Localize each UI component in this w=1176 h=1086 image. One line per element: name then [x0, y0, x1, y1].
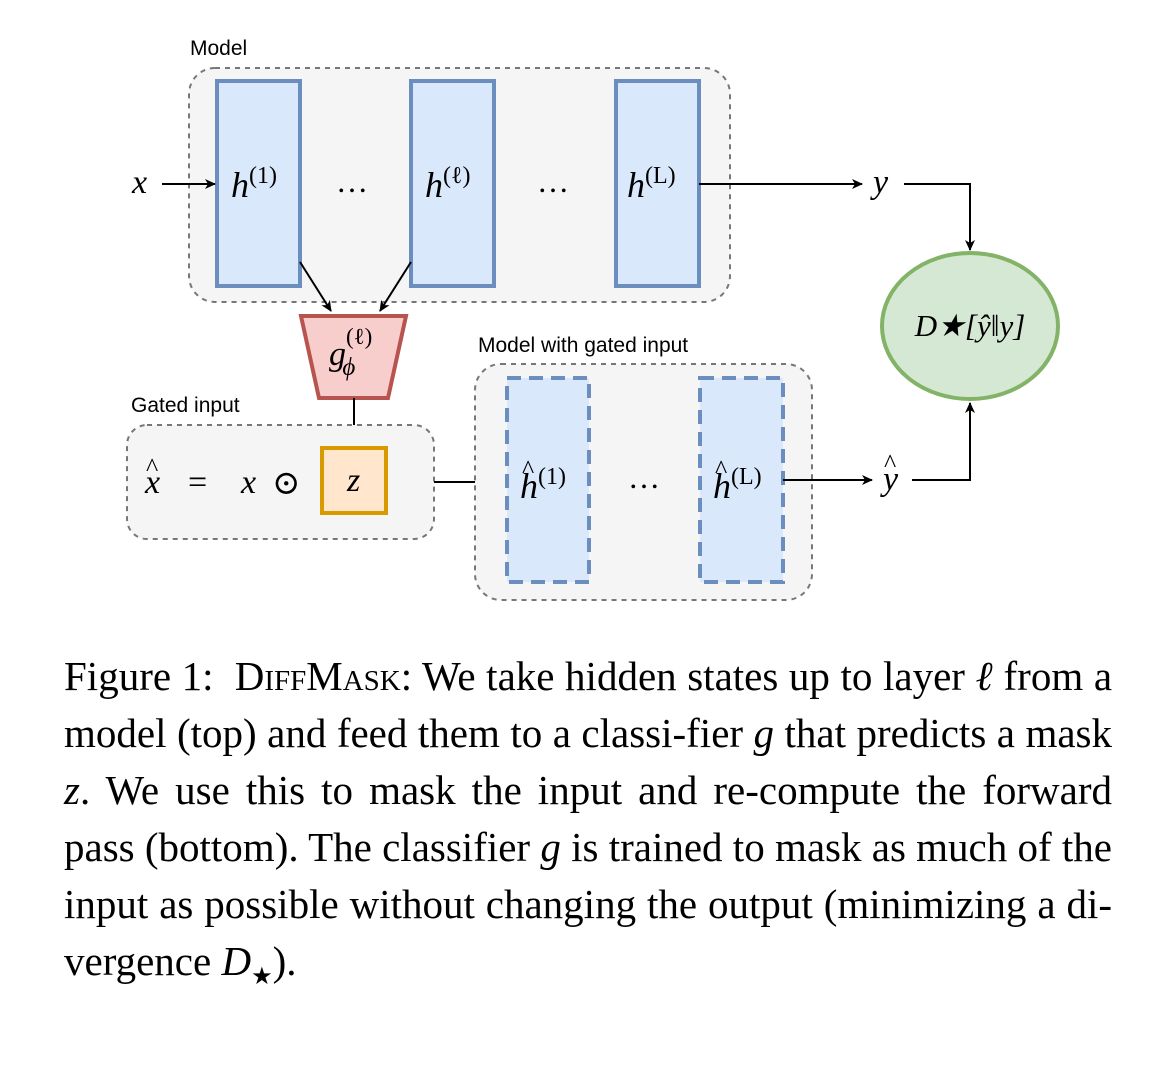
- caption-method-name: DiffMask: [234, 653, 401, 699]
- diffmask-diagram: Model h(1) h(ℓ) h(L) … … x y g(ℓ)ϕ Gated…: [126, 37, 1060, 601]
- yhat-hat: ^: [884, 449, 896, 478]
- h1-label: h(1): [231, 163, 277, 205]
- model-group-label: Model: [190, 37, 247, 60]
- caption-var-g2: g: [540, 824, 561, 870]
- arrow-yhat-divergence: [912, 402, 975, 481]
- caption-text-2: from a model (top) and feed them to a cl…: [64, 653, 1113, 756]
- arrow-y-divergence: [904, 183, 975, 251]
- caption-var-g1: g: [753, 710, 775, 756]
- layer-h1[interactable]: [215, 79, 302, 288]
- caption-sep: :: [400, 653, 413, 699]
- caption-label: Figure 1:: [64, 653, 214, 699]
- layer-hl[interactable]: [409, 79, 496, 288]
- gate-classifier[interactable]: [298, 314, 409, 400]
- caption-var-ell: ℓ: [975, 653, 993, 699]
- arrow-hl-gate: [379, 261, 412, 312]
- caption-text-1: We take hidden states up to layer: [412, 653, 976, 699]
- hhat1-label: h(1): [520, 464, 566, 506]
- xhat-label: x: [144, 464, 160, 501]
- x-gated-label: x: [240, 464, 256, 501]
- divergence-node[interactable]: [880, 251, 1060, 401]
- equals-sign: =: [188, 464, 207, 501]
- ellipsis-top-1: …: [336, 163, 368, 199]
- layer-hL[interactable]: [614, 79, 701, 288]
- ellipsis-bottom: …: [628, 459, 660, 495]
- ellipsis-top-2: …: [537, 163, 569, 199]
- caption-var-D: D: [221, 938, 252, 984]
- hL-label: h(L): [627, 163, 676, 205]
- caption-var-z: z: [64, 767, 80, 813]
- figure-caption: Figure 1: DiffMask: We take hidden state…: [64, 648, 1112, 1006]
- caption-text-6: ).: [272, 938, 297, 984]
- mask-z[interactable]: [320, 446, 388, 515]
- caption-text-3: that predicts a mask: [774, 710, 1112, 756]
- xhat-hat: ^: [146, 453, 158, 482]
- yhat-label: y: [880, 461, 899, 498]
- gate-label: g(ℓ)ϕ: [329, 324, 372, 381]
- model-gated-group-label: Model with gated input: [478, 334, 688, 357]
- hhatL-hat: ^: [715, 455, 727, 484]
- caption-var-star: ★: [251, 964, 273, 991]
- hl-label: h(ℓ): [425, 163, 470, 205]
- layer-hhatL[interactable]: [698, 376, 785, 584]
- caption-text-5: is trained to mask as much of the input …: [64, 824, 1112, 984]
- mask-z-label: z: [346, 462, 360, 499]
- caption-text-4: . We use this to mask the input and re-c…: [64, 767, 1112, 870]
- gated-input-group-label: Gated input: [131, 394, 240, 417]
- divergence-label: D★[ŷ‖y]: [914, 308, 1026, 343]
- arrow-h1-gate: [299, 261, 332, 312]
- hhat1-hat: ^: [522, 455, 534, 484]
- x-input-label: x: [131, 164, 147, 201]
- y-output-label: y: [870, 164, 889, 201]
- odot-operator: ⊙: [272, 465, 301, 502]
- layer-hhat1[interactable]: [505, 376, 591, 584]
- hhatL-label: h(L): [713, 464, 762, 506]
